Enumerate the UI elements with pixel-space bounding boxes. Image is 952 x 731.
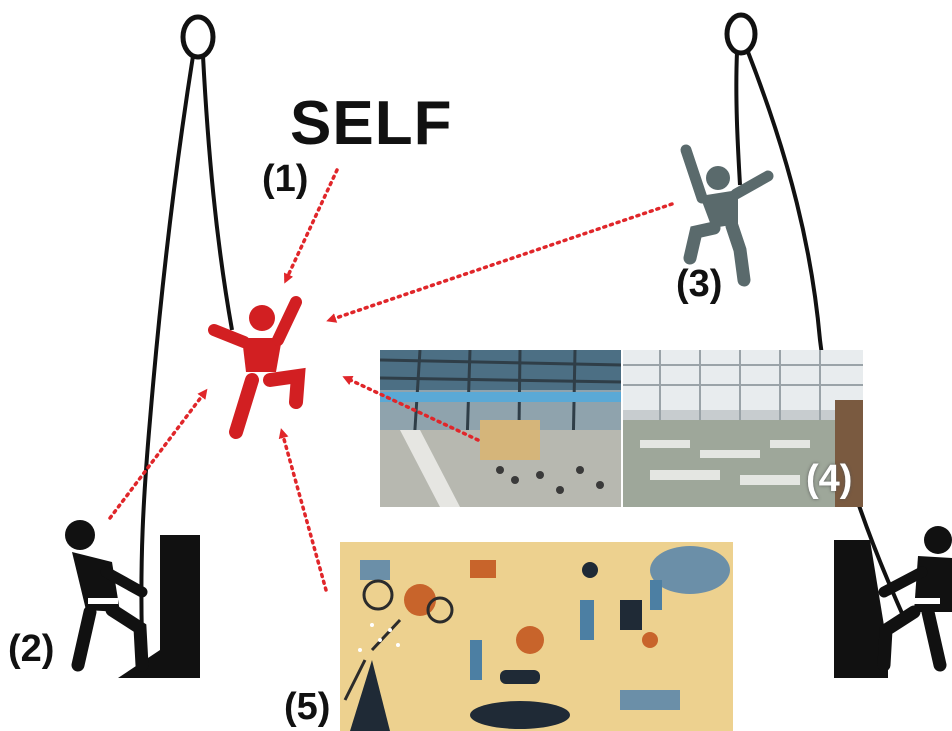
label-3: (3) (676, 263, 723, 305)
peer-climber-icon (680, 144, 774, 287)
workspace-photo-left (380, 350, 622, 507)
left-anchor-ring (180, 14, 216, 60)
arrow-from-4 (342, 376, 480, 442)
right-anchor-ring (724, 12, 758, 56)
workspace-photo-right (623, 350, 863, 507)
left-belayer-icon (65, 520, 200, 678)
self-climber-icon (208, 296, 306, 439)
label-2: (2) (8, 628, 55, 670)
self-title: SELF (290, 89, 453, 158)
label-1: (1) (262, 158, 309, 200)
right-belayer-icon (834, 526, 952, 678)
left-rope (139, 55, 195, 641)
influence-arrows (108, 168, 674, 592)
arrow-from-1 (283, 168, 339, 284)
left-rope-up (201, 55, 234, 331)
right-rope-down (734, 51, 742, 186)
label-4: (4) (806, 458, 853, 500)
arrow-from-3 (326, 202, 674, 323)
right-rope-system (724, 12, 907, 621)
arrow-from-5 (278, 428, 328, 592)
label-5: (5) (284, 686, 331, 728)
arrow-from-2 (108, 388, 208, 520)
right-rope (746, 51, 907, 621)
left-rope-system (139, 14, 234, 641)
society-illustration (340, 542, 733, 731)
